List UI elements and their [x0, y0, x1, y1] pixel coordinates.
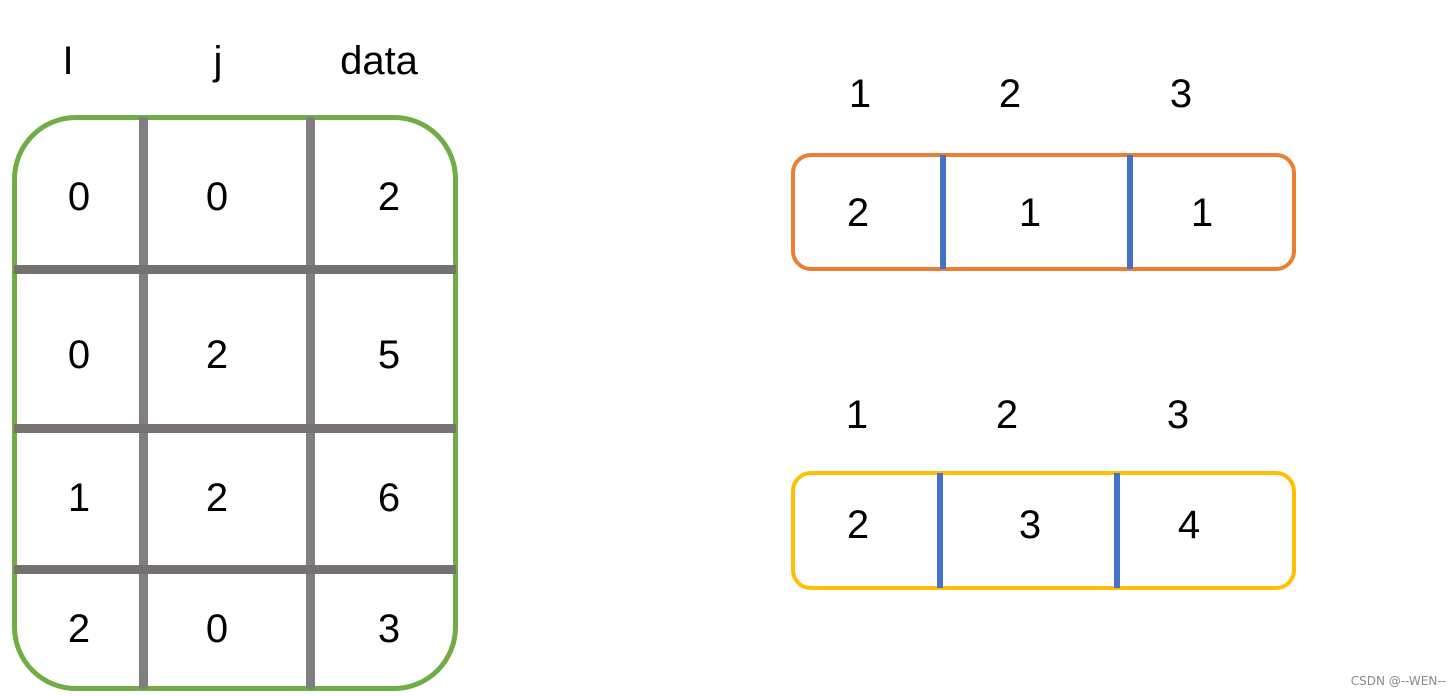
array-index: 1	[845, 393, 869, 437]
array-cell: 3	[1018, 503, 1042, 547]
grid-line-horizontal-3	[14, 565, 456, 574]
array-top-border	[791, 153, 1296, 271]
cell-data: 2	[377, 175, 401, 219]
cell-i: 0	[67, 175, 91, 219]
array-divider	[940, 155, 946, 269]
array-index: 3	[1166, 393, 1190, 437]
cell-i: 2	[67, 607, 91, 651]
cell-data: 6	[377, 476, 401, 520]
grid-line-horizontal-1	[14, 265, 456, 274]
grid-line-vertical-2	[306, 117, 315, 689]
cell-j: 0	[205, 175, 229, 219]
array-bottom-border	[791, 471, 1296, 590]
array-cell: 4	[1177, 503, 1201, 547]
array-cell: 1	[1018, 191, 1042, 235]
cell-i: 1	[67, 476, 91, 520]
array-cell: 2	[846, 191, 870, 235]
grid-line-horizontal-2	[14, 424, 456, 433]
triplet-table-border	[12, 115, 458, 691]
cell-i: 0	[67, 333, 91, 377]
header-i: I	[62, 39, 74, 83]
cell-data: 3	[377, 607, 401, 651]
array-divider	[1127, 155, 1133, 269]
watermark: CSDN @--WEN--	[1350, 674, 1446, 688]
array-index: 2	[995, 393, 1019, 437]
array-index: 1	[848, 72, 872, 116]
grid-line-vertical-1	[139, 117, 148, 689]
array-index: 3	[1169, 72, 1193, 116]
array-divider	[1114, 473, 1120, 588]
header-data: data	[340, 39, 418, 83]
cell-j: 0	[205, 607, 229, 651]
header-j: j	[213, 39, 223, 83]
array-cell: 2	[846, 503, 870, 547]
array-cell: 1	[1190, 191, 1214, 235]
cell-data: 5	[377, 333, 401, 377]
cell-j: 2	[205, 333, 229, 377]
cell-j: 2	[205, 476, 229, 520]
array-divider	[937, 473, 943, 588]
array-index: 2	[998, 72, 1022, 116]
